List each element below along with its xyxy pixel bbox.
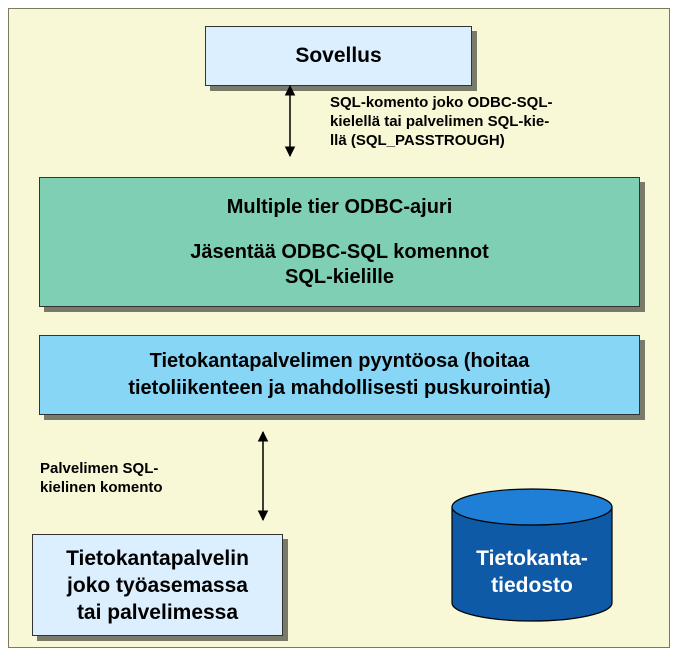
request-line1: Tietokantapalvelimen pyyntöosa (hoitaa	[149, 350, 530, 372]
request-line2: tietoliikenteen ja mahdollisesti puskuro…	[128, 377, 551, 399]
edge-label-sql-command: SQL-komento joko ODBC-SQL- kielellä tai …	[330, 94, 553, 149]
database-server-node: Tietokantapalvelin joko työasemassa tai …	[32, 534, 283, 636]
server-line3: tai palvelimessa	[76, 600, 239, 624]
sovellus-label: Sovellus	[295, 44, 382, 67]
odbc-desc-line2: SQL-kielille	[285, 265, 394, 288]
database-file-label: Tietokanta- tiedosto	[476, 547, 588, 597]
request-part-node: Tietokantapalvelimen pyyntöosa (hoitaa t…	[39, 335, 640, 415]
odbc-desc-line1: Jäsentää ODBC-SQL komennot	[190, 240, 489, 263]
edge-label-server-command: Palvelimen SQL- kielinen komento	[40, 460, 163, 496]
odbc-title: Multiple tier ODBC-ajuri	[226, 195, 453, 218]
server-line2: joko työasemassa	[67, 573, 248, 597]
odbc-driver-node: Multiple tier ODBC-ajuri Jäsentää ODBC-S…	[39, 177, 640, 307]
database-cylinder	[451, 488, 613, 622]
sovellus-node: Sovellus	[205, 26, 472, 86]
server-line1: Tietokantapalvelin	[66, 546, 249, 570]
